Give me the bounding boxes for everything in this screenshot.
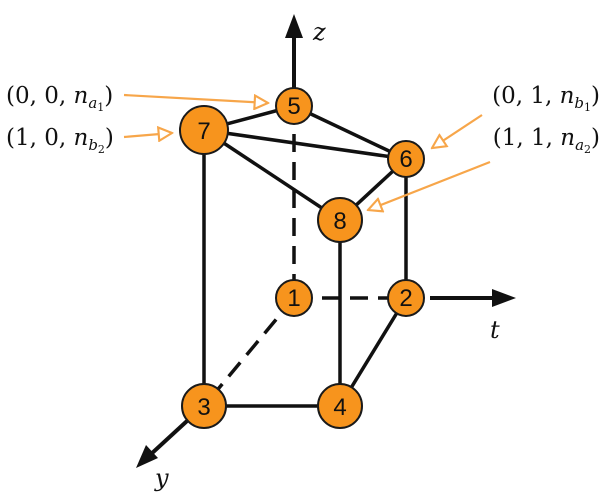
coord-label-a-sub: a xyxy=(88,94,97,112)
coord-label-c-sub: b xyxy=(574,94,584,112)
z-axis-arrowhead xyxy=(285,14,303,38)
node-8: 8 xyxy=(317,197,363,243)
node-5: 5 xyxy=(275,87,313,125)
coord-label-d-prefix: (1, 1, xyxy=(493,125,560,151)
node-2: 2 xyxy=(387,279,425,317)
node-2-circle xyxy=(387,279,425,317)
edge-7-6 xyxy=(203,128,407,161)
edge-5-6 xyxy=(293,104,407,161)
hidden-edge-1-3 xyxy=(202,296,296,408)
coord-label-b-n: n xyxy=(73,125,88,151)
node-8-label: 8 xyxy=(333,208,346,235)
node-8-circle xyxy=(317,197,363,243)
node-5-label: 5 xyxy=(287,93,300,120)
coord-label-d: (1, 1, na2) xyxy=(493,125,600,156)
coord-label-c-close: ) xyxy=(591,83,600,109)
t-axis-arrowhead xyxy=(492,289,516,307)
node-7-label: 7 xyxy=(197,118,210,145)
node-5-circle xyxy=(275,87,313,125)
y-axis-arrowhead xyxy=(136,445,158,468)
coord-label-b-close: ) xyxy=(105,125,114,151)
y-axis-label: y xyxy=(154,464,169,492)
node-2-label: 2 xyxy=(399,285,412,312)
coord-label-c: (0, 1, nb1) xyxy=(492,83,600,114)
coord-label-a: (0, 0, na1) xyxy=(6,83,113,114)
coord-label-d-n: n xyxy=(560,125,575,151)
pointer-arrows xyxy=(123,93,491,210)
coord-label-c-subsub: 1 xyxy=(584,101,591,114)
coord-label-a-prefix: (0, 0, xyxy=(6,83,73,109)
node-4-label: 4 xyxy=(333,394,346,421)
node-3-circle xyxy=(181,383,227,429)
coord-label-c-prefix: (0, 1, xyxy=(492,83,559,109)
coord-label-b: (1, 0, nb2) xyxy=(6,125,114,156)
coord-label-b-sub: b xyxy=(88,136,98,154)
coord-label-a-n: n xyxy=(73,83,88,109)
edge-7-8 xyxy=(203,128,341,222)
node-4: 4 xyxy=(317,383,363,429)
node-3: 3 xyxy=(181,383,227,429)
coord-label-d-sub: a xyxy=(575,136,584,154)
nodes: 1 2 3 4 5 6 7 8 xyxy=(179,87,425,429)
node-6: 6 xyxy=(387,140,425,178)
t-axis-label: t xyxy=(490,316,500,344)
pointer-arrow-a xyxy=(123,93,268,103)
node-6-label: 6 xyxy=(399,146,412,173)
pointer-arrow-b xyxy=(123,133,172,137)
node-6-circle xyxy=(387,140,425,178)
node-7-circle xyxy=(179,105,229,155)
axes xyxy=(136,14,516,468)
z-axis-label: z xyxy=(312,18,326,46)
pointer-arrow-d xyxy=(368,160,491,210)
node-4-circle xyxy=(317,383,363,429)
node-1-circle xyxy=(275,279,313,317)
y-axis-line xyxy=(148,419,189,457)
coord-label-c-n: n xyxy=(560,83,575,109)
coord-label-d-close: ) xyxy=(591,125,600,151)
coord-label-a-close: ) xyxy=(104,83,113,109)
edges xyxy=(202,104,408,408)
coord-label-a-subsub: 1 xyxy=(97,101,104,114)
node-3-label: 3 xyxy=(197,394,210,421)
coord-label-d-subsub: 2 xyxy=(584,143,591,156)
pointer-arrow-c xyxy=(432,114,483,148)
node-7: 7 xyxy=(179,105,229,155)
node-1-label: 1 xyxy=(287,285,300,312)
coord-label-b-prefix: (1, 0, xyxy=(6,125,73,151)
coord-label-b-subsub: 2 xyxy=(98,143,105,156)
node-1: 1 xyxy=(275,279,313,317)
